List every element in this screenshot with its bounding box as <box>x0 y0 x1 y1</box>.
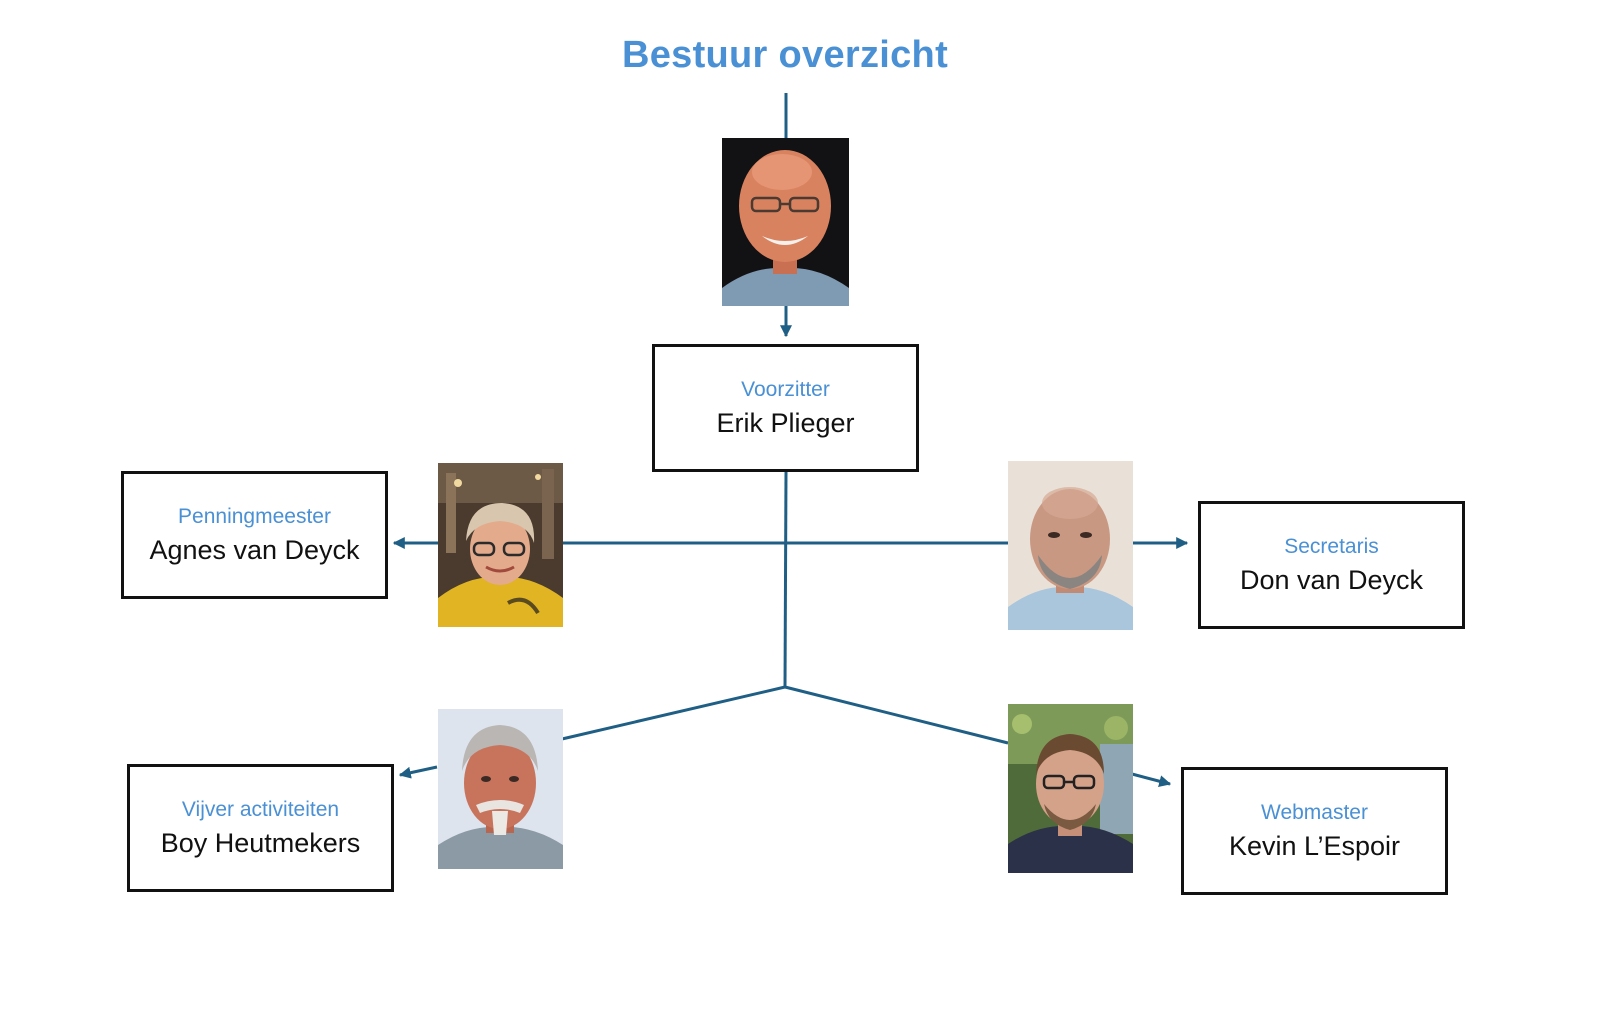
role-label: Penningmeester <box>178 504 331 528</box>
member-name: Agnes van Deyck <box>149 534 360 565</box>
role-label: Vijver activiteiten <box>181 797 340 821</box>
avatar-webmaster <box>1008 704 1133 873</box>
role-label: Secretaris <box>1284 534 1379 558</box>
member-name: Don van Deyck <box>1239 564 1424 595</box>
node-webmaster: Webmaster Kevin L’Espoir <box>1181 767 1448 895</box>
role-label: Voorzitter <box>741 377 830 401</box>
node-voorzitter: Voorzitter Erik Plieger <box>652 344 919 472</box>
avatar-vijver <box>438 709 563 869</box>
node-vijver-activiteiten: Vijver activiteiten Boy Heutmekers <box>127 764 394 892</box>
connector-diagonal-left <box>561 685 786 741</box>
member-name: Kevin L’Espoir <box>1228 830 1401 861</box>
avatar-voorzitter <box>722 138 849 306</box>
node-penningmeester: Penningmeester Agnes van Deyck <box>121 471 388 599</box>
connector-diagonal-right <box>784 685 1009 745</box>
connector-trunk <box>783 471 788 688</box>
avatar-secretaris <box>1008 461 1133 630</box>
member-name: Erik Plieger <box>716 407 855 438</box>
connector-to-vijver <box>398 765 438 779</box>
page-title: Bestuur overzicht <box>621 34 949 76</box>
node-secretaris: Secretaris Don van Deyck <box>1198 501 1465 629</box>
member-name: Boy Heutmekers <box>160 827 361 858</box>
connector-to-webmaster <box>1131 772 1172 788</box>
avatar-penningmeester <box>438 463 563 627</box>
role-label: Webmaster <box>1261 800 1368 824</box>
